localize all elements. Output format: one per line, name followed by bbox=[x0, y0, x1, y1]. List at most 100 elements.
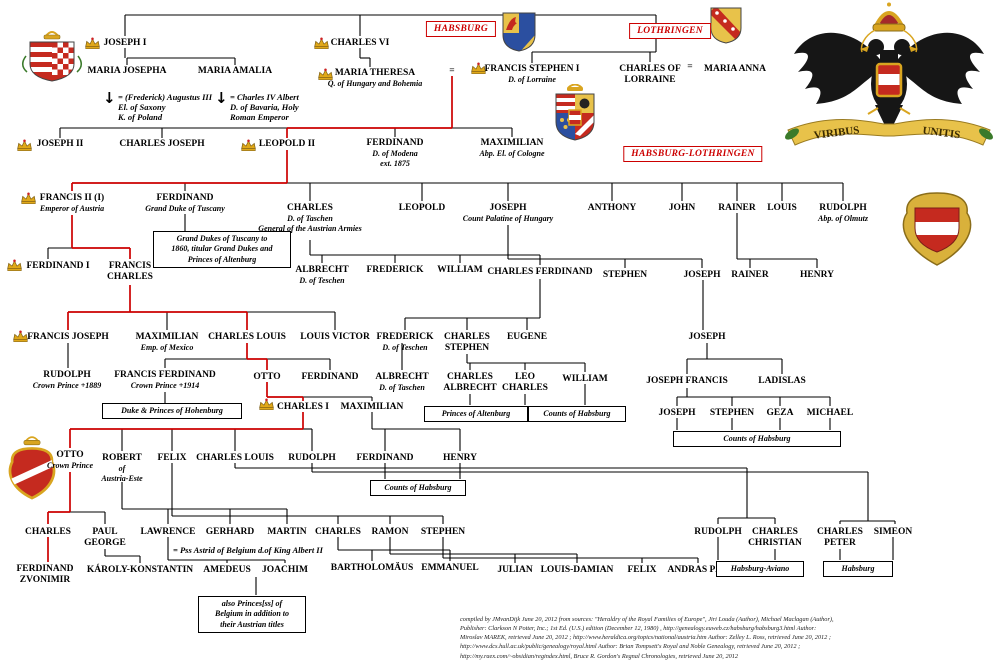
person-node: FRANCIS II (I)Emperor of Austria bbox=[39, 193, 105, 213]
person-node: CHARLES JOSEPH bbox=[119, 139, 205, 149]
person-node: FREDERICK bbox=[366, 265, 424, 275]
person-node: FELIX bbox=[157, 453, 187, 463]
credits-text: compiled by JMvanDijk June 20, 2012 from… bbox=[460, 616, 834, 660]
person-node: GERHARD bbox=[205, 527, 255, 537]
person-node: JOACHIM bbox=[262, 565, 308, 575]
person-node: CHARLES bbox=[25, 527, 71, 537]
descent-arrow: ↓ bbox=[215, 89, 228, 107]
note-box: Duke & Princes of Hohenburg bbox=[102, 403, 242, 420]
person-node: RAINER bbox=[718, 203, 756, 213]
person-node: CHARLES I bbox=[277, 402, 329, 412]
crown-icon bbox=[16, 139, 33, 152]
person-node: AMEDEUS bbox=[203, 565, 251, 575]
crown-icon bbox=[240, 139, 257, 152]
crown-icon bbox=[6, 259, 23, 272]
imperial-crown bbox=[872, 23, 906, 32]
person-node: MARIA ANNA bbox=[703, 64, 767, 74]
lothringen-shield bbox=[710, 7, 742, 44]
person-node: CHARLES LOUIS bbox=[196, 453, 274, 463]
person-node: JOSEPH I bbox=[103, 38, 147, 48]
person-node: STEPHEN bbox=[709, 408, 755, 418]
person-node: CHARLES OF LORRAINE bbox=[619, 64, 681, 85]
person-node: = Pss Astrid of Belgium d.of King Albert… bbox=[173, 545, 323, 555]
person-node: CHARLES FERDINAND bbox=[487, 267, 593, 277]
family-name-badge: HABSBURG-LOTHRINGEN bbox=[623, 146, 763, 162]
person-node: MARIA AMALIA bbox=[197, 66, 273, 76]
person-node: = (Frederick) Augustus III El. of Saxony… bbox=[118, 92, 213, 122]
person-node: RUDOLPH bbox=[288, 453, 336, 463]
crown-icon bbox=[313, 37, 330, 50]
person-node: JOSEPH bbox=[658, 408, 696, 418]
person-node: MICHAEL bbox=[806, 408, 854, 418]
person-node: HENRY bbox=[800, 270, 834, 280]
person-node: LOUIS bbox=[767, 203, 797, 213]
person-node: CHARLES bbox=[315, 527, 361, 537]
person-node: = Charles IV Albert D. of Bavaria, Holy … bbox=[230, 92, 299, 122]
person-node: EMMANUEL bbox=[421, 563, 479, 573]
hungary-croatia-arms bbox=[22, 31, 82, 82]
person-node: = bbox=[449, 66, 455, 76]
person-node: SIMEON bbox=[873, 527, 913, 537]
crown-icon bbox=[470, 62, 487, 75]
person-node: CHARLES ALBRECHT bbox=[443, 372, 497, 393]
crown-icon bbox=[317, 68, 334, 81]
person-node: WILLIAM bbox=[562, 374, 608, 384]
person-node: CHARLES STEPHEN bbox=[444, 332, 490, 353]
person-node: MAXIMILIAN bbox=[340, 402, 404, 412]
person-node: FERDINAND I bbox=[26, 261, 90, 271]
person-node: PAUL GEORGE bbox=[84, 527, 126, 548]
descent-arrow: ↓ bbox=[103, 89, 116, 107]
person-node: FERDINAND bbox=[356, 453, 414, 463]
imperial-coat-of-arms: VIRIBUS UNITIS bbox=[785, 2, 993, 146]
person-node: FERDINAND ZVONIMIR bbox=[16, 564, 74, 585]
person-node: RAMON bbox=[371, 527, 409, 537]
person-node: CHARLES PETER bbox=[817, 527, 863, 548]
motto-banner bbox=[787, 119, 991, 146]
person-node: LADISLAS bbox=[758, 376, 806, 386]
person-node: EUGENE bbox=[506, 332, 548, 342]
person-node: CHARLES CHRISTIAN bbox=[748, 527, 802, 548]
person-node: FRANCIS CHARLES bbox=[107, 261, 153, 282]
person-node: OTTO bbox=[253, 372, 281, 382]
person-node: FERDINAND bbox=[301, 372, 359, 382]
person-node: HENRY bbox=[443, 453, 477, 463]
austria-arms bbox=[902, 192, 972, 266]
person-node: KÁROLY-KONSTANTIN bbox=[86, 565, 194, 575]
person-node: JOHN bbox=[668, 203, 696, 213]
crown-icon bbox=[12, 330, 29, 343]
note-box: Counts of Habsburg bbox=[528, 406, 626, 423]
person-node: JULIAN bbox=[497, 565, 533, 575]
note-box: Counts of Habsburg bbox=[673, 431, 841, 448]
person-node: RUDOLPH bbox=[694, 527, 742, 537]
note-box: Grand Dukes of Tuscany to 1860, titular … bbox=[153, 231, 291, 269]
person-node: RAINER bbox=[731, 270, 769, 280]
person-node: STEPHEN bbox=[602, 270, 648, 280]
person-node: WILLIAM bbox=[437, 265, 483, 275]
note-box: Princes of Altenburg bbox=[424, 406, 528, 423]
note-box: also Princes[ss] of Belgium in addition … bbox=[198, 596, 306, 634]
person-node: LEO CHARLES bbox=[502, 372, 548, 393]
crown-icon bbox=[20, 192, 37, 205]
crown-icon bbox=[258, 398, 275, 411]
person-node: MARTIN bbox=[267, 527, 307, 537]
person-node: FELIX bbox=[627, 565, 657, 575]
person-node: STEPHEN bbox=[420, 527, 466, 537]
person-node: LEOPOLD bbox=[398, 203, 446, 213]
